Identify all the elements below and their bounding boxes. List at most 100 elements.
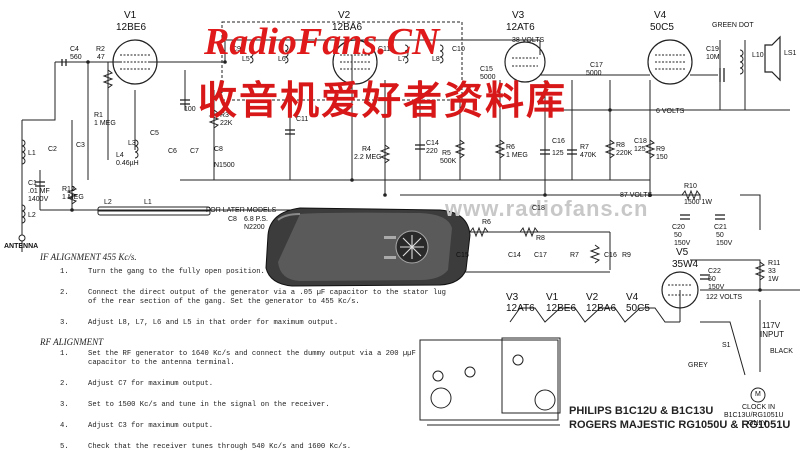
label-c6: C6 xyxy=(168,148,177,155)
label-c3: C3 xyxy=(76,142,85,149)
label-c22-value: 50 150V xyxy=(708,276,725,291)
step-number: 2. xyxy=(60,380,69,388)
tube-v4-name: V4 xyxy=(654,10,667,21)
label-c16: C16 xyxy=(552,138,565,145)
label-c100: 100 xyxy=(184,106,196,113)
label-c8: C8 xyxy=(214,146,223,153)
label-c1-value: .01 MF 1400V xyxy=(28,188,50,203)
model-line-1: PHILIPS B1C12U & B1C13U xyxy=(569,405,714,417)
tube-v5-name: V5 xyxy=(676,247,689,258)
label-6-volts: 6 VOLTS xyxy=(656,108,685,115)
label-l7: L7 xyxy=(398,56,406,63)
label-c19: C19 xyxy=(706,46,719,53)
step-number: 2. xyxy=(60,289,69,297)
label-c7: C7 xyxy=(190,148,199,155)
tube-v4-type: 50C5 xyxy=(650,22,674,33)
label-s1: S1 xyxy=(722,342,731,349)
label-l8: L8 xyxy=(432,56,440,63)
label-c16-lower: C16 xyxy=(604,252,617,259)
model-line-2: ROGERS MAJESTIC RG1050U & RG1051U xyxy=(569,419,791,431)
label-c15-value: 5000 xyxy=(480,74,496,81)
step-text: Set the RF generator to 1640 Kc/s and co… xyxy=(88,350,416,358)
label-c4-value: 560 xyxy=(70,54,82,61)
label-c15-lower: C15 xyxy=(456,252,469,259)
tube-v1-name: V1 xyxy=(124,10,137,21)
label-r4: R4 xyxy=(362,146,371,153)
label-r7-lower: R7 xyxy=(570,252,579,259)
heater-chain-v3: V3 12AT6 xyxy=(506,292,535,314)
label-later-c8-value: 6.8 P.S. N2200 xyxy=(244,216,269,231)
label-l4: L4 xyxy=(116,152,124,159)
label-c8-value: N1500 xyxy=(214,162,235,169)
label-c20: C20 xyxy=(672,224,685,231)
if-alignment-heading: IF ALIGNMENT 455 Kc/s. xyxy=(40,252,137,262)
label-38-volts: 38 VOLTS xyxy=(512,37,545,44)
step-number: 4. xyxy=(60,422,69,430)
label-r9-value: 150 xyxy=(656,154,668,161)
label-l1: L1 xyxy=(28,150,36,157)
label-l4-value: 0.46µH xyxy=(116,160,139,167)
tube-v2-type: 12BA6 xyxy=(332,22,363,33)
label-122-volts: 122 VOLTS xyxy=(706,294,743,301)
label-r5: R5 xyxy=(442,150,451,157)
label-r7-value: 470K xyxy=(580,152,597,159)
label-r10-value: 1500 1W xyxy=(684,199,713,206)
label-c21-value: 50 150V xyxy=(716,232,733,247)
label-c5: C5 xyxy=(150,130,159,137)
label-c9: C9 xyxy=(232,46,241,53)
label-c4: C4 xyxy=(70,46,79,53)
tube-v2-name: V2 xyxy=(338,10,351,21)
label-later-models: FOR LATER MODELS xyxy=(206,207,277,214)
label-117v: 117V xyxy=(762,321,781,330)
label-clock-in: CLOCK IN xyxy=(742,404,776,411)
label-antenna: ANTENNA xyxy=(4,243,39,250)
tube-v3-name: V3 xyxy=(512,10,525,21)
label-r11-value: 33 1W xyxy=(768,268,779,283)
label-r5-value: 500K xyxy=(440,158,457,165)
label-r8: R8 xyxy=(616,142,625,149)
label-c16-value: 125 xyxy=(552,150,564,157)
step-number: 3. xyxy=(60,319,69,327)
heater-chain-v4: V4 50C5 xyxy=(626,292,650,314)
faint-watermark: www.radiofans.cn xyxy=(445,196,649,221)
label-l5: L5 xyxy=(242,56,250,63)
label-r7: R7 xyxy=(580,144,589,151)
label-c17-value: 5000 xyxy=(586,70,602,77)
label-c11: C11 xyxy=(296,116,309,123)
label-ls1: LS1 xyxy=(784,50,797,57)
label-r1-value: 1 MEG xyxy=(94,120,116,127)
label-c21: C21 xyxy=(714,224,727,231)
label-black: BLACK xyxy=(770,348,793,355)
label-c15: C15 xyxy=(480,66,493,73)
label-clock-m: M xyxy=(755,391,761,398)
label-c20-value: 50 150V xyxy=(674,232,691,247)
label-clock-only: ONLY xyxy=(748,420,767,427)
step-text: capacitor to the antenna terminal. xyxy=(88,359,235,367)
label-r10: R10 xyxy=(684,183,697,190)
step-text: Set to 1500 Kc/s and tune in the signal … xyxy=(88,401,330,409)
label-c17-lower: C17 xyxy=(534,252,547,259)
step-number: 1. xyxy=(60,350,69,358)
label-r12: R12 xyxy=(62,186,75,193)
label-c22: C22 xyxy=(708,268,721,275)
label-r8-lower: R8 xyxy=(536,235,545,242)
label-c19-value: 10M xyxy=(706,54,720,61)
label-l3: L3 xyxy=(128,140,136,147)
label-r6-value: 1 MEG xyxy=(506,152,528,159)
label-l2: L2 xyxy=(28,212,36,219)
label-r3-value: 22K xyxy=(220,120,233,127)
tube-v3-type: 12AT6 xyxy=(506,22,535,33)
step-text: Connect the direct output of the generat… xyxy=(88,289,446,297)
label-rod-l1: L1 xyxy=(144,199,152,206)
label-r9: R9 xyxy=(656,146,665,153)
radio-cabinet-illustration xyxy=(265,207,471,287)
label-c14-value: 220 xyxy=(426,148,438,155)
label-r1: R1 xyxy=(94,112,103,119)
step-number: 5. xyxy=(60,443,69,451)
label-input: INPUT xyxy=(760,330,784,339)
step-text: Adjust C3 for maximum output. xyxy=(88,422,214,430)
label-l10: L10 xyxy=(752,52,764,59)
label-c18-value: 125 xyxy=(634,146,646,153)
step-text: Adjust L8, L7, L6 and L5 in that order f… xyxy=(88,319,339,327)
